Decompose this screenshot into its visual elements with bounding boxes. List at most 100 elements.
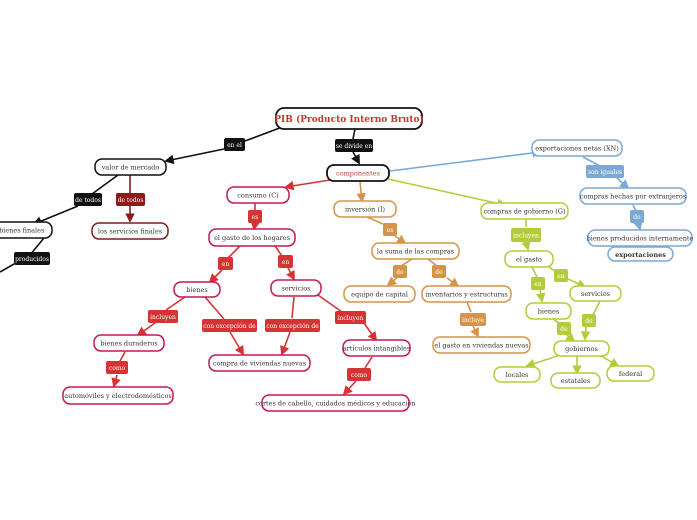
label-como-2: como xyxy=(347,368,371,381)
node-compra-viviendas[interactable]: compra de viviendas nuevas xyxy=(208,354,311,372)
label-es-inversion: es xyxy=(383,223,397,236)
edge-valor-detodos1 xyxy=(91,174,119,195)
edge-pib-componentes xyxy=(352,128,356,140)
node-inversion[interactable]: inversión (I) xyxy=(333,200,397,218)
edge-bienes-incluyen xyxy=(165,296,186,311)
svg-text:se divide en: se divide en xyxy=(336,143,372,150)
node-automoviles[interactable]: automóviles y electrodomésticos xyxy=(62,386,174,405)
svg-text:de: de xyxy=(396,269,404,276)
svg-text:incluye: incluye xyxy=(462,317,484,324)
node-compra-viviendas-text: compra de viviendas nuevas xyxy=(213,360,306,368)
node-equipo-capital[interactable]: equipo de capital xyxy=(343,285,416,303)
svg-text:en: en xyxy=(222,261,230,268)
node-inventarios[interactable]: inventarios y estructuras xyxy=(421,285,512,303)
node-pib[interactable]: PIB (Producto Interno Bruto) xyxy=(274,107,424,130)
svg-text:son iguales: son iguales xyxy=(588,169,622,176)
edge-intangibles-como xyxy=(364,356,373,369)
edge-serv-incluyen2 xyxy=(317,294,343,313)
node-estatales-text: estatales xyxy=(561,377,590,385)
label-se-divide-en: se divide en xyxy=(335,139,373,152)
edge-incluyen2-intangibles xyxy=(363,322,378,342)
svg-text:es: es xyxy=(252,214,259,221)
node-servicios[interactable]: servicios xyxy=(270,279,322,297)
edge-de1-equipo xyxy=(386,276,398,287)
edge-excep1-viviendas xyxy=(229,331,244,356)
edge-como-cortes xyxy=(342,380,357,396)
node-servicios-finales[interactable]: los servicios finales xyxy=(91,222,169,240)
label-con-excepcion-1: con excepción de xyxy=(202,319,257,332)
label-de-gob-1: de xyxy=(557,322,571,335)
node-componentes-text: componentes xyxy=(336,170,380,178)
node-pib-text: PIB (Producto Interno Bruto) xyxy=(274,114,423,125)
label-son-iguales: son iguales xyxy=(586,165,624,178)
node-articulos-intangibles[interactable]: artículos intangibles xyxy=(342,339,411,357)
edge-de-gobiernos2 xyxy=(580,325,591,341)
node-exportaciones-text: exportaciones xyxy=(615,251,666,259)
node-inventarios-text: inventarios y estructuras xyxy=(425,291,508,299)
node-gasto-hogares-text: el gasto de los hogares xyxy=(214,234,290,242)
node-consumo[interactable]: consumo (C) xyxy=(226,186,290,204)
node-exportaciones-netas[interactable]: exportaciones netas (XN) xyxy=(531,139,623,157)
node-bienes-finales[interactable]: los bienes finales xyxy=(0,221,53,239)
edge-de-gobiernos xyxy=(565,332,576,343)
node-compras-gobierno[interactable]: compras de gobierno (G) xyxy=(480,202,569,220)
label-incluyen-gob: incluyen xyxy=(511,228,541,242)
node-exportaciones-netas-text: exportaciones netas (XN) xyxy=(535,145,619,153)
node-locales-text: locales xyxy=(506,371,529,379)
node-compras-extranjeros[interactable]: compras hechas por extranjeros xyxy=(579,187,687,205)
label-de-export: de xyxy=(630,210,644,223)
label-incluyen-servicios: incluyen xyxy=(335,311,366,324)
node-bienes-finales-text: los bienes finales xyxy=(0,227,44,235)
node-gasto-hogares[interactable]: el gasto de los hogares xyxy=(208,228,296,247)
svg-text:en: en xyxy=(534,281,542,288)
node-estatales[interactable]: estatales xyxy=(550,372,601,389)
node-gobiernos-text: gobiernos xyxy=(565,345,598,353)
node-g-bienes-text: bienes xyxy=(538,308,559,316)
node-valor-mercado-text: valor de mercado xyxy=(101,164,160,172)
node-bienes-text: bienes xyxy=(186,286,207,294)
label-producidos: producidos xyxy=(14,252,50,265)
label-en-bienes: en xyxy=(218,257,233,270)
svg-text:de: de xyxy=(633,214,641,221)
svg-text:como: como xyxy=(109,365,126,372)
edge-comp-export xyxy=(389,148,542,172)
node-el-gasto-text: el gasto xyxy=(516,256,542,264)
edge-pib-valor xyxy=(244,125,286,142)
edge-sonig-compras xyxy=(615,176,630,190)
node-valor-mercado[interactable]: valor de mercado xyxy=(94,158,167,176)
node-cortes-cabello[interactable]: cortes de cabello, cuidados médicos y ed… xyxy=(255,394,416,412)
svg-text:como: como xyxy=(351,372,368,379)
node-gobiernos[interactable]: gobiernos xyxy=(553,340,610,357)
edge-suma-de1 xyxy=(400,258,413,267)
edge-enel-valor xyxy=(164,148,225,165)
svg-text:incluyen: incluyen xyxy=(513,233,539,240)
edge-gob-locales xyxy=(525,354,561,369)
edge-sedivide-componentes xyxy=(351,151,360,165)
node-equipo-capital-text: equipo de capital xyxy=(351,291,408,299)
edge-suma-de2 xyxy=(427,258,438,267)
node-locales[interactable]: locales xyxy=(493,366,541,383)
label-en-el: en el xyxy=(224,138,245,151)
label-incluye-inv: incluye xyxy=(460,313,486,326)
node-exportaciones[interactable]: exportaciones xyxy=(607,246,674,262)
node-bienes-duraderos[interactable]: bienes duraderos xyxy=(93,334,165,352)
edge-de2-inventarios xyxy=(446,277,460,288)
node-federal-text: federal xyxy=(619,370,642,378)
node-gasto-viviendas[interactable]: el gasto en viviendas nuevas xyxy=(432,336,531,354)
node-consumo-text: consumo (C) xyxy=(237,192,279,200)
node-federal[interactable]: federal xyxy=(606,365,655,382)
node-componentes[interactable]: componentes xyxy=(326,164,390,182)
node-bienes-internamente-text: bienes producidos internamente xyxy=(587,235,694,243)
edge-inversion-es xyxy=(366,216,384,225)
node-g-bienes[interactable]: bienes xyxy=(525,302,572,320)
node-bienes[interactable]: bienes xyxy=(173,281,221,298)
edge-comp-inversion xyxy=(356,181,366,203)
label-de-1: de xyxy=(393,265,407,278)
node-el-gasto[interactable]: el gasto xyxy=(504,250,554,268)
node-suma-compras-text: la suma de las compras xyxy=(377,248,454,256)
svg-text:incluyen: incluyen xyxy=(150,314,176,321)
node-bienes-internamente[interactable]: bienes producidos internamente xyxy=(587,229,694,247)
node-g-servicios[interactable]: servicios xyxy=(569,285,622,302)
node-suma-compras[interactable]: la suma de las compras xyxy=(371,242,460,260)
